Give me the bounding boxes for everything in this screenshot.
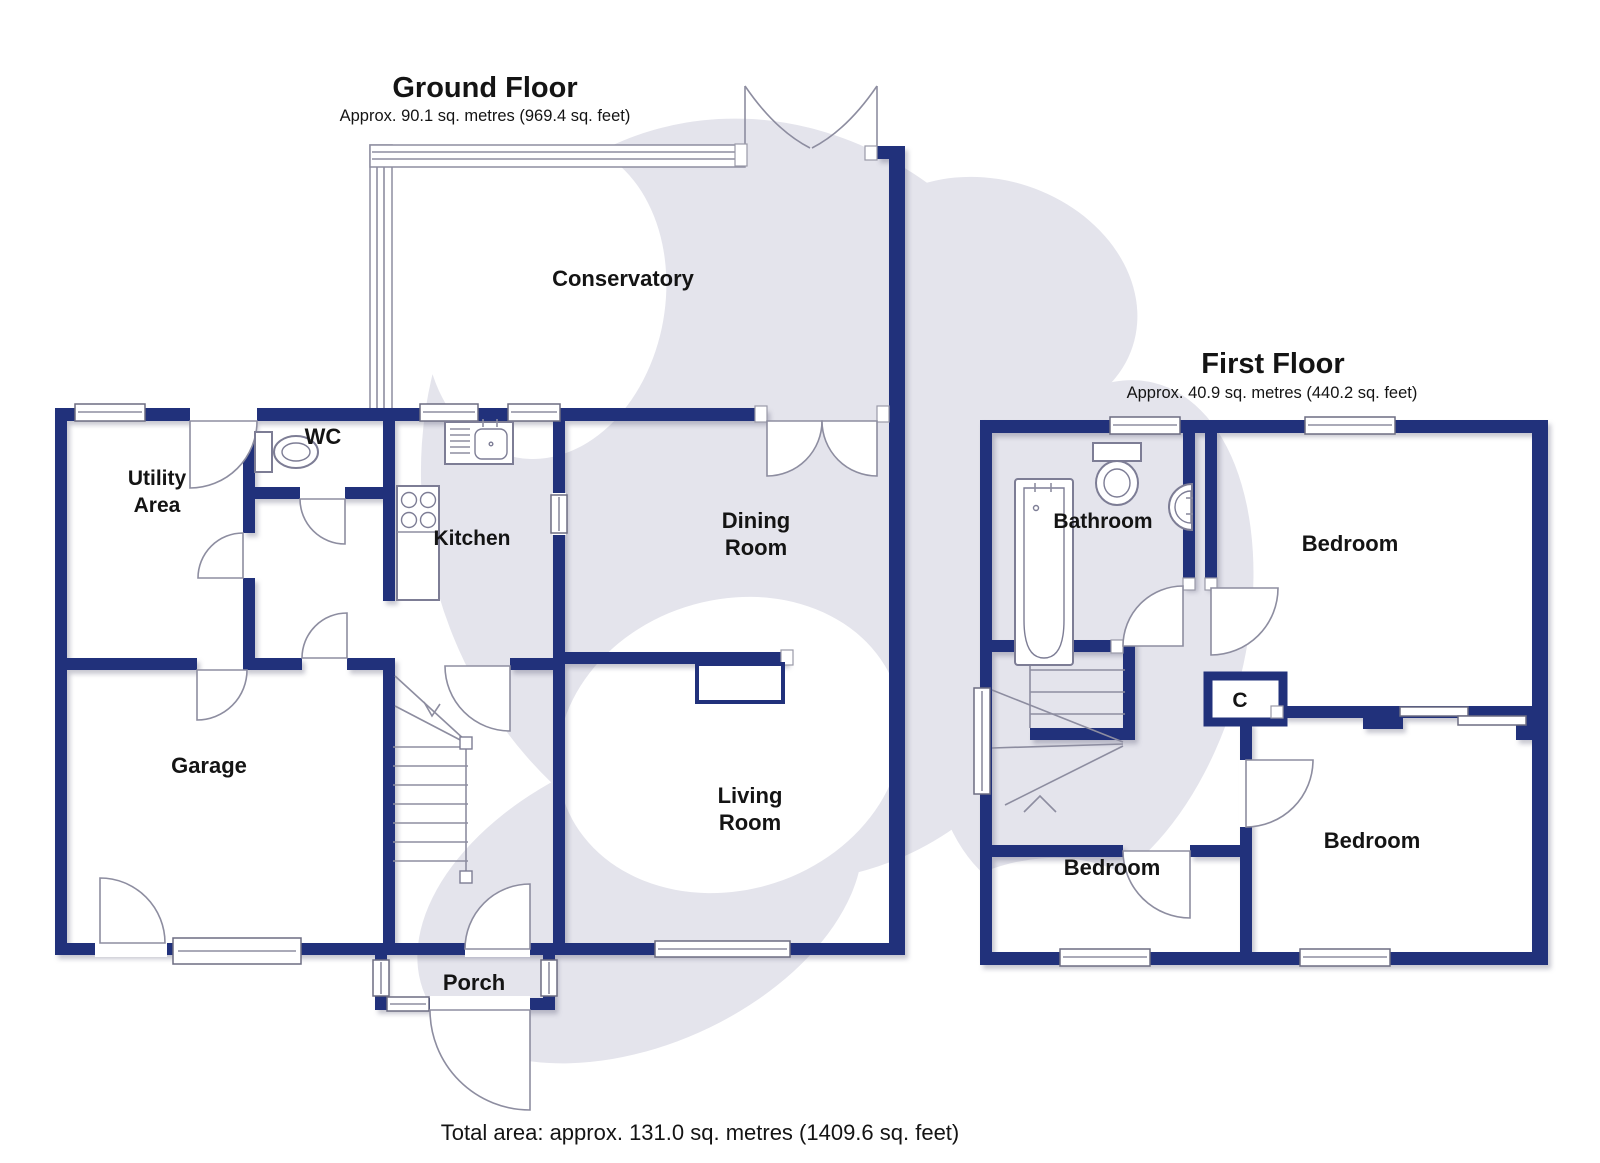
room-label-dining-1: Dining [722, 508, 790, 533]
wall-caps [1110, 577, 1284, 719]
window [1304, 416, 1396, 435]
door-arc [299, 498, 346, 545]
window [540, 959, 558, 997]
room-label-bathroom: Bathroom [1053, 510, 1152, 533]
conservatory-glazed-walls [369, 144, 746, 416]
bath-icon [1014, 478, 1074, 666]
first-floor-doors [1122, 585, 1314, 919]
room-label-garage: Garage [171, 753, 247, 778]
window [973, 687, 991, 795]
room-label-utility-2: Area [134, 494, 181, 517]
wall-caps [734, 143, 890, 666]
basin-icon [1168, 482, 1193, 532]
ground-floor-plan: Conservatory Utility Area WC Kitchen Din… [55, 72, 905, 1111]
room-label-dining-2: Room [725, 535, 787, 560]
first-floor-area: Approx. 40.9 sq. metres (440.2 sq. feet) [1127, 384, 1418, 402]
door-arc [1122, 850, 1191, 919]
window [419, 403, 479, 422]
total-area-text: Total area: approx. 131.0 sq. metres (14… [441, 1120, 960, 1145]
room-label-kitchen: Kitchen [433, 527, 510, 550]
window [372, 959, 390, 997]
french-door-arc [821, 420, 878, 477]
room-label-conservatory: Conservatory [552, 266, 695, 291]
first-floor-plan: Bathroom Bedroom Bedroom Bedroom C First… [973, 348, 1548, 967]
staircase-ground [393, 675, 473, 884]
door-arc [197, 532, 244, 579]
door-arc [1210, 587, 1279, 656]
room-label-bedroom-bottom-left: Bedroom [1064, 855, 1161, 880]
door-arc [99, 877, 166, 944]
door-arc [1245, 759, 1314, 828]
room-label-utility-1: Utility [128, 467, 187, 490]
window [74, 403, 146, 422]
first-floor-windows [973, 416, 1527, 967]
window [507, 403, 561, 422]
window [1059, 948, 1151, 967]
door-arc [1122, 585, 1184, 647]
room-label-cupboard: C [1232, 689, 1247, 712]
kitchen-hob-icon [396, 485, 440, 601]
window [1109, 416, 1181, 435]
conservatory-double-door [744, 85, 878, 150]
window [654, 940, 791, 958]
sliding-wardrobe-doors [1399, 706, 1527, 726]
room-label-bedroom-top-right: Bedroom [1302, 531, 1399, 556]
kitchen-sink-icon [444, 419, 514, 465]
ground-floor-area: Approx. 90.1 sq. metres (969.4 sq. feet) [340, 107, 631, 125]
staircase-first [991, 648, 1125, 813]
window [1299, 948, 1391, 967]
wc-toilet-icon [254, 431, 319, 473]
window [386, 996, 430, 1012]
room-label-living-2: Room [719, 810, 781, 835]
room-label-living-1: Living [718, 783, 783, 808]
ground-floor-title: Ground Floor [392, 72, 577, 104]
cupboard-box [1203, 671, 1288, 727]
ground-floor-windows [74, 403, 791, 1012]
door-arc [301, 612, 348, 659]
door-arc [464, 883, 531, 950]
room-label-wc: WC [305, 424, 342, 449]
chimney-breast [695, 662, 785, 704]
ground-floor-doors [99, 420, 878, 1111]
door-arc [189, 420, 258, 489]
garage-door [172, 937, 302, 965]
first-floor-title: First Floor [1201, 348, 1344, 380]
watermark-graphic [417, 118, 1254, 1064]
door-arc [444, 665, 511, 732]
room-label-bedroom-bottom-right: Bedroom [1324, 828, 1421, 853]
serving-hatch-window [550, 494, 568, 534]
toilet-icon [1092, 442, 1142, 506]
door-arc [196, 669, 248, 721]
room-label-porch: Porch [443, 970, 505, 995]
door-arc [429, 1009, 531, 1111]
